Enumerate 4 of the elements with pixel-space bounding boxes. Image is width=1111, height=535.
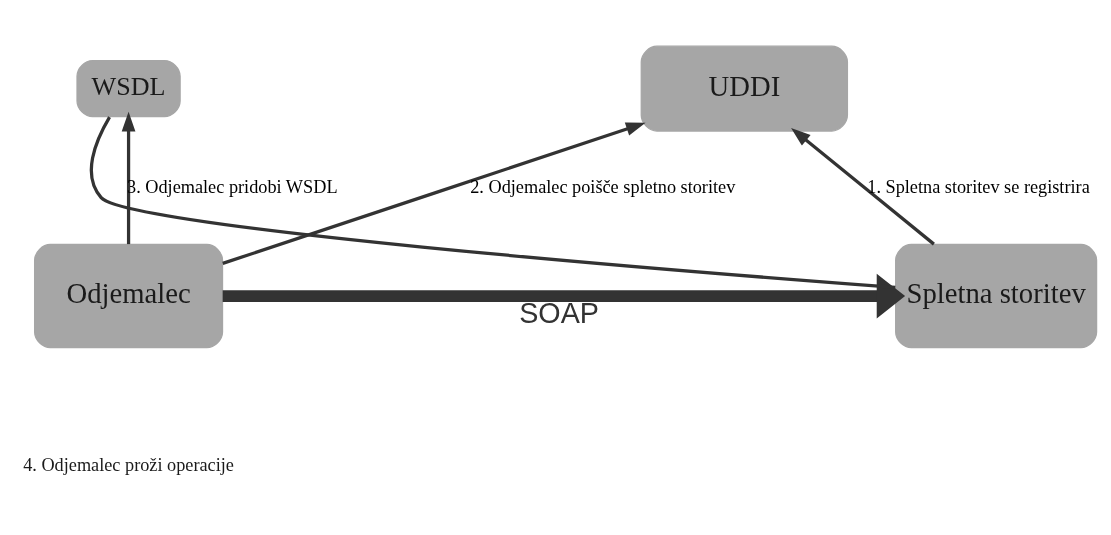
label: 4. Odjemalec proži operacije — [23, 454, 234, 475]
edge-label: SOAP — [519, 296, 599, 329]
edge-label: 1. Spletna storitev se registrira — [867, 176, 1090, 197]
edge-label: 2. Odjemalec poišče spletno storitev — [470, 176, 736, 197]
